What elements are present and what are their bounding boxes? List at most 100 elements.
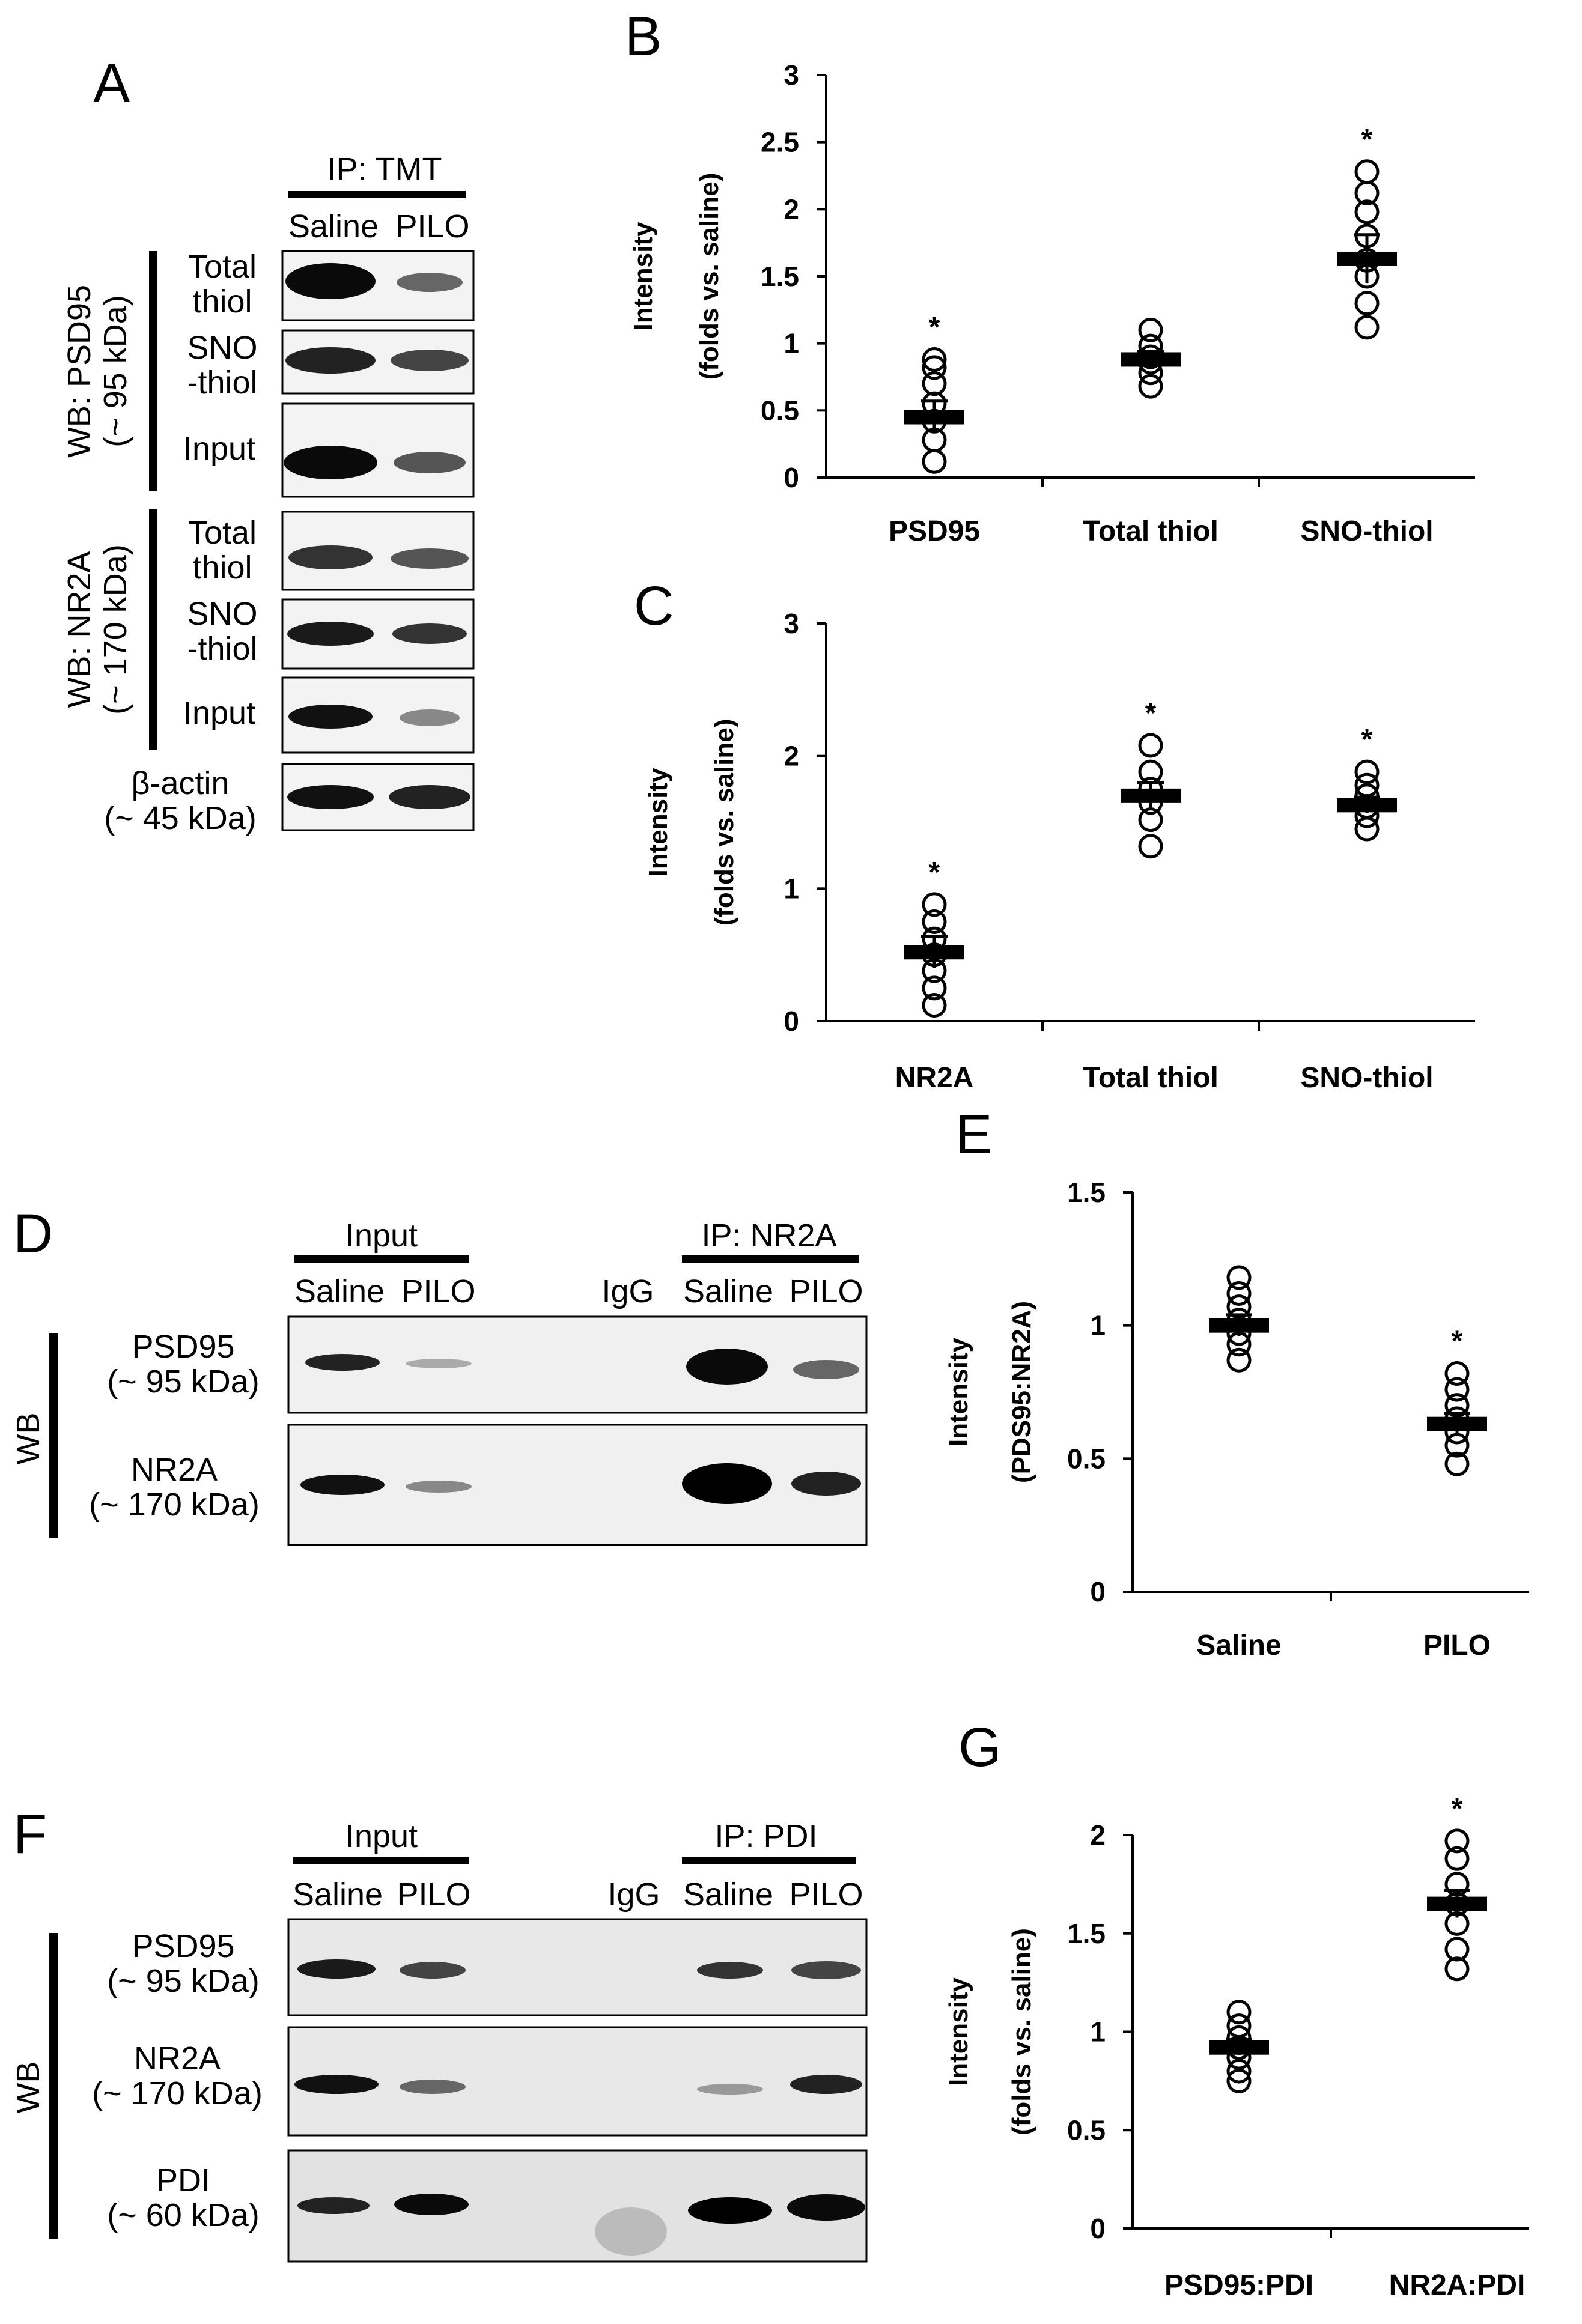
x-tick-label: Total thiol — [1083, 515, 1218, 547]
western-band — [787, 2194, 865, 2221]
western-band — [400, 2080, 466, 2094]
y-axis-label: (folds vs. saline) — [695, 173, 724, 380]
western-band — [790, 2075, 862, 2094]
mean-bar — [1209, 2040, 1269, 2055]
panel-f-wb-bar — [49, 1933, 58, 2239]
western-band — [400, 1962, 466, 1979]
data-point — [1444, 1937, 1470, 1962]
panel-a-ip-bar — [288, 191, 466, 198]
y-tick-label: 0 — [1090, 1576, 1106, 1607]
panel-f-input-label: Input — [345, 1818, 418, 1854]
panel-d: D Input IP: NR2A Saline PILO IgG Saline … — [10, 1203, 868, 1546]
panel-c-letter: C — [634, 575, 674, 637]
western-band — [297, 1959, 376, 1979]
panel-a: A IP: TMT Saline PILO WB: PSD95 (~ 95 kD… — [61, 53, 475, 836]
lane-label: Saline — [683, 1273, 773, 1309]
data-point — [922, 355, 947, 380]
significance-marker: * — [1361, 724, 1373, 756]
panel-a-wb-psd95-label: WB: PSD95 — [61, 285, 97, 458]
panel-a-loading-label: β-actin(~ 45 kDa) — [104, 765, 257, 836]
data-point — [1444, 1956, 1470, 1982]
western-band — [406, 1359, 472, 1368]
panel-a-nr2a-group-bar — [149, 509, 157, 750]
y-tick-label: 0 — [783, 1006, 799, 1037]
data-point — [1226, 1347, 1252, 1373]
data-point — [1138, 317, 1163, 342]
data-point — [922, 993, 947, 1018]
blot-box — [287, 2149, 868, 2263]
lane-label: Saline — [293, 1876, 383, 1913]
data-point — [1444, 1361, 1470, 1386]
lane-label: IgG — [601, 1273, 654, 1309]
y-tick-label: 1 — [783, 873, 799, 904]
lane-label: Saline — [683, 1876, 773, 1913]
western-band — [697, 2084, 763, 2095]
lane-label: IgG — [607, 1876, 660, 1913]
significance-marker: * — [1452, 1325, 1463, 1357]
row-label-line: thiol — [192, 550, 252, 586]
mean-bar — [904, 945, 964, 960]
data-point — [1354, 315, 1380, 340]
data-point — [1354, 759, 1380, 784]
panel-f-row-label: NR2A(~ 170 kDa) — [92, 2040, 263, 2111]
y-tick-label: 2 — [1090, 1819, 1106, 1851]
western-band — [284, 446, 377, 479]
western-band — [394, 452, 466, 473]
data-point — [922, 449, 947, 474]
panel-d-input-label: Input — [345, 1218, 418, 1254]
mean-bar — [1121, 352, 1181, 367]
y-tick-label: 2.5 — [761, 127, 799, 158]
y-tick-label: 1 — [783, 328, 799, 359]
mean-bar — [904, 410, 964, 425]
mean-bar — [1121, 788, 1181, 803]
panel-a-lane-saline: Saline — [288, 208, 379, 244]
panel-f-row-label: PSD95(~ 95 kDa) — [107, 1928, 260, 1999]
western-band — [288, 545, 373, 569]
western-band — [397, 273, 463, 292]
x-tick-label: SNO-thiol — [1300, 515, 1433, 547]
panel-g-letter: G — [958, 1717, 1002, 1778]
y-tick-label: 0 — [1090, 2213, 1106, 2244]
panel-f-wb-label: WB — [10, 2062, 46, 2114]
x-tick-label: NR2A — [895, 1062, 974, 1094]
y-axis-label: (folds vs. saline) — [710, 719, 739, 926]
western-band — [392, 623, 467, 644]
panel-d-letter: D — [13, 1203, 53, 1264]
data-point — [922, 371, 947, 396]
panel-a-nr2a-size-label: (~ 170 kDa) — [97, 544, 133, 715]
panel-f-row-label: PDI(~ 60 kDa) — [107, 2162, 260, 2233]
western-band — [688, 2197, 772, 2224]
data-point — [1226, 1281, 1252, 1306]
lane-label: PILO — [789, 1876, 863, 1913]
data-point — [1226, 2068, 1252, 2093]
western-band — [686, 1349, 768, 1385]
row-label-line: -thiol — [187, 631, 257, 667]
lane-label: PILO — [401, 1273, 475, 1309]
y-tick-label: 0.5 — [761, 395, 799, 426]
mean-bar — [1337, 798, 1397, 813]
panel-f: F Input IP: PDI Saline PILO IgG Saline P… — [10, 1804, 868, 2263]
x-tick-label: SNO-thiol — [1300, 1062, 1433, 1094]
x-tick-label: Saline — [1196, 1630, 1281, 1661]
panel-a-ip-label: IP: TMT — [327, 151, 442, 187]
western-band — [595, 2207, 667, 2256]
x-tick-label: PSD95:PDI — [1164, 2269, 1313, 2301]
panel-a-lane-pilo: PILO — [395, 208, 469, 244]
y-tick-label: 1.5 — [1067, 1177, 1106, 1208]
panel-e-letter: E — [955, 1104, 992, 1165]
panel-d-input-bar — [294, 1255, 469, 1263]
panel-a-blots — [281, 250, 475, 831]
western-band — [400, 709, 460, 726]
significance-marker: * — [1452, 1793, 1463, 1825]
y-axis-label: Intensity — [628, 222, 658, 330]
lane-label: PILO — [397, 1876, 470, 1913]
blot-box — [287, 1918, 868, 2016]
data-point — [1444, 1451, 1470, 1476]
panel-d-wb-label: WB — [10, 1413, 46, 1465]
x-tick-label: NR2A:PDI — [1389, 2269, 1526, 2301]
western-band — [697, 1962, 763, 1979]
